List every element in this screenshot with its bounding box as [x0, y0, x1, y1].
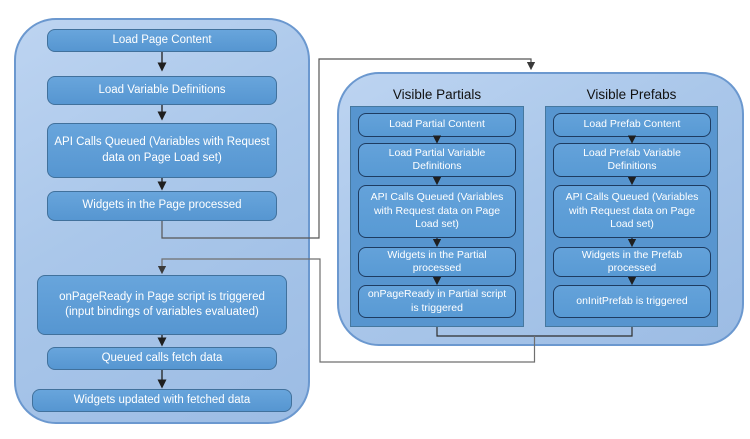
flow-box-api-calls-queued: API Calls Queued (Variables with Request… — [47, 123, 277, 178]
flow-box-load-variable-definitions: Load Variable Definitions — [47, 76, 277, 105]
partials-title: Visible Partials — [392, 87, 482, 102]
prefab-box-load-content: Load Prefab Content — [553, 113, 711, 137]
partial-box-widgets-processed: Widgets in the Partial processed — [358, 247, 516, 277]
flow-box-widgets-updated: Widgets updated with fetched data — [32, 389, 292, 412]
prefab-box-oninitprefab-triggered: onInitPrefab is triggered — [553, 285, 711, 318]
prefab-box-load-variable-definitions: Load Prefab Variable Definitions — [553, 143, 711, 177]
flow-box-load-page-content: Load Page Content — [47, 29, 277, 52]
partial-box-load-variable-definitions: Load Partial Variable Definitions — [358, 143, 516, 177]
prefab-box-api-calls-queued: API Calls Queued (Variables with Request… — [553, 185, 711, 238]
flow-box-onpageready-triggered: onPageReady in Page script is triggered … — [37, 275, 287, 335]
partial-box-onpageready-triggered: onPageReady in Partial script is trigger… — [358, 285, 516, 318]
prefab-box-widgets-processed: Widgets in the Prefab processed — [553, 247, 711, 277]
prefabs-title: Visible Prefabs — [586, 87, 677, 102]
flow-box-queued-calls-fetch: Queued calls fetch data — [47, 347, 277, 370]
flow-box-widgets-processed: Widgets in the Page processed — [47, 191, 277, 221]
partial-box-load-content: Load Partial Content — [358, 113, 516, 137]
partial-box-api-calls-queued: API Calls Queued (Variables with Request… — [358, 185, 516, 238]
